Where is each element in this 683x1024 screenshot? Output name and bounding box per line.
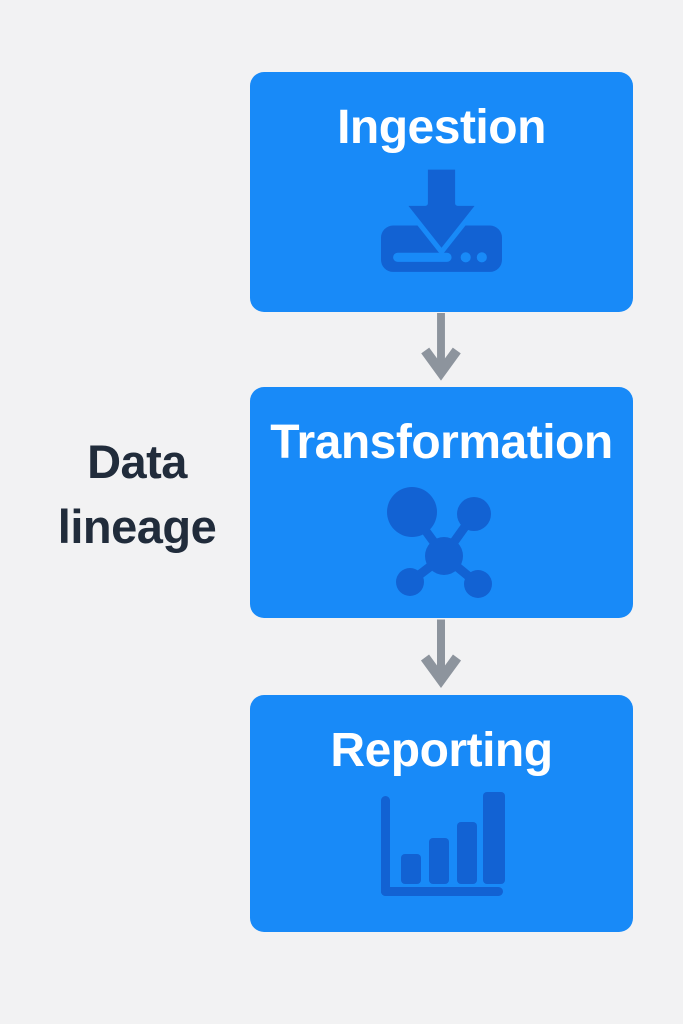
- flow-box-transformation: Transformation: [250, 387, 633, 618]
- flow-box-label: Transformation: [270, 416, 613, 469]
- diagram-title: Data lineage: [57, 435, 217, 553]
- flow-box-label: Ingestion: [337, 101, 546, 154]
- flow-box-label: Reporting: [330, 724, 553, 777]
- arrow-down-icon: [419, 313, 463, 386]
- network-nodes-icon: [381, 482, 503, 602]
- bar-chart-icon: [377, 790, 507, 902]
- flow-box-reporting: Reporting: [250, 695, 633, 932]
- arrow-down-icon: [419, 619, 463, 694]
- flow-box-ingestion: Ingestion: [250, 72, 633, 312]
- download-tray-icon: [381, 164, 502, 272]
